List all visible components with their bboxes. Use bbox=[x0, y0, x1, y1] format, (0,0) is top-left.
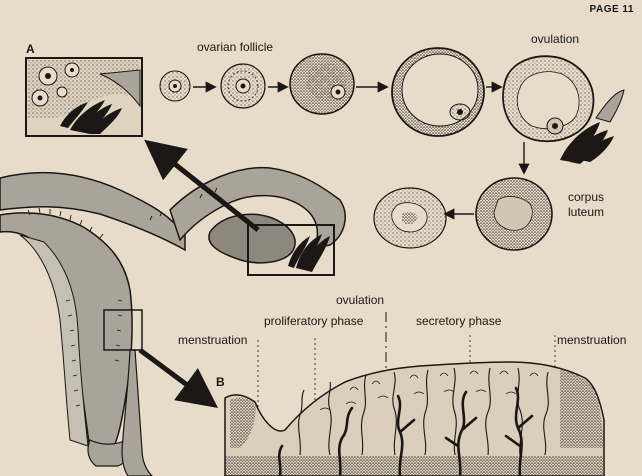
uterus-illustration bbox=[0, 166, 346, 476]
follicle-stage-2 bbox=[220, 63, 266, 109]
corpus-luteum-small bbox=[373, 187, 447, 249]
arrow-to-panel-b bbox=[138, 347, 219, 408]
page-number: PAGE 11 bbox=[589, 4, 634, 15]
menstruation-label-right: menstruation bbox=[557, 333, 627, 347]
endometrium-panel bbox=[103, 309, 605, 476]
ovulation-label-bottom: ovulation bbox=[336, 293, 385, 307]
sequence-arrows bbox=[193, 81, 530, 220]
follicle-sequence bbox=[159, 47, 625, 164]
follicle-stage-1 bbox=[159, 70, 191, 102]
inset-a bbox=[25, 57, 143, 137]
corpus-luteum-stages bbox=[373, 177, 553, 251]
corpus-label-line1: corpus bbox=[568, 190, 605, 204]
luteum-label-line2: luteum bbox=[568, 205, 605, 219]
menstruation-label-left: menstruation bbox=[178, 333, 248, 347]
corpus-luteum-large bbox=[475, 177, 553, 251]
follicle-ovulation bbox=[502, 55, 625, 164]
secretory-phase-label: secretory phase bbox=[416, 314, 502, 328]
follicle-stage-4 bbox=[391, 47, 485, 137]
panel-b-letter: B bbox=[216, 375, 225, 389]
follicle-stage-3 bbox=[289, 53, 355, 115]
uterine-wall-box bbox=[103, 309, 143, 351]
arrow-to-inset-a bbox=[144, 139, 260, 232]
proliferatory-phase-label: proliferatory phase bbox=[264, 314, 364, 328]
ovary-detail-box bbox=[247, 224, 335, 276]
ovarian-follicle-label: ovarian follicle bbox=[197, 40, 274, 54]
ovulation-label-top: ovulation bbox=[531, 32, 580, 46]
panel-a-letter: A bbox=[26, 42, 35, 56]
